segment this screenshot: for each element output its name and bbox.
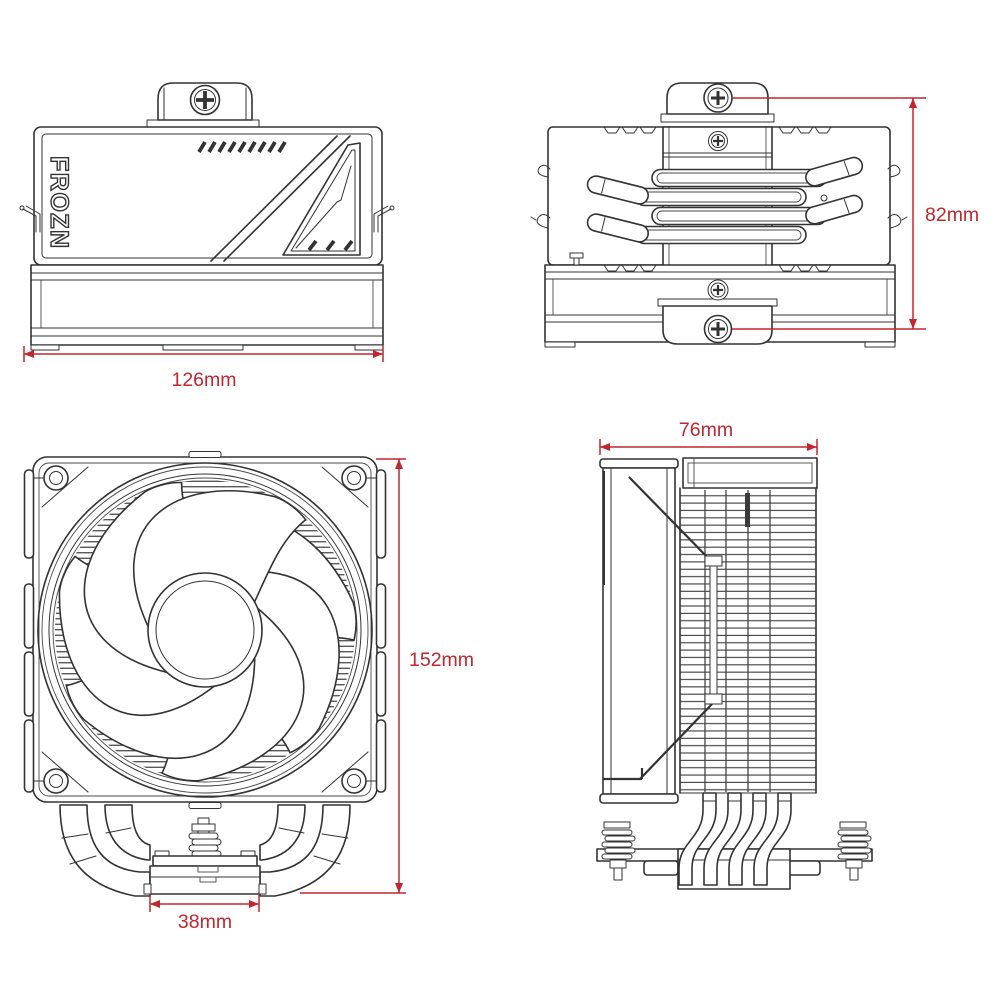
fan-hub <box>147 572 263 688</box>
column-screw-icon <box>708 131 728 151</box>
dim-label-height-back: 82mm <box>925 204 979 226</box>
bracket-screw-icon <box>703 83 733 113</box>
dim-label-width: 126mm <box>171 369 236 391</box>
heat-pipes-front <box>59 804 351 897</box>
vent-hatch-marks <box>197 141 287 153</box>
bracket-screw-icon <box>189 84 221 116</box>
dimension-width: 126mm <box>23 346 384 391</box>
spring-screw-left <box>601 821 636 881</box>
cooler-base-front <box>143 817 267 895</box>
fan-shroud-top: FROZN <box>33 126 383 266</box>
fan-corner-screws <box>30 465 380 794</box>
dimension-height-back: 82mm <box>732 97 979 330</box>
front-view: 38mm 152mm <box>19 441 474 933</box>
spring-screw-right <box>837 821 872 881</box>
fan-side-profile <box>599 458 679 804</box>
heat-pipes-side <box>678 792 792 886</box>
standoff-nub <box>569 252 584 266</box>
back-view: 82mm <box>530 82 979 348</box>
dimension-total-height: 152mm <box>300 458 474 894</box>
bottom-screw-icon <box>703 314 733 344</box>
spring-coil <box>188 832 222 858</box>
dim-label-total-height: 152mm <box>409 649 474 671</box>
brand-logo: FROZN <box>45 156 73 250</box>
fan-clip-side <box>603 471 723 781</box>
dimension-base-width: 38mm <box>149 895 260 933</box>
top-view: FROZN <box>19 82 395 391</box>
mid-screw-icon <box>707 279 729 301</box>
diagonal-accent <box>210 135 361 262</box>
fan-clip-hooks-back <box>530 164 908 229</box>
heatsink-base-back <box>544 252 896 348</box>
side-view: 76mm <box>596 419 873 890</box>
anti-vibration-pads <box>23 451 387 809</box>
mounting-bracket-back <box>660 82 775 123</box>
frame-notches <box>603 264 832 272</box>
dimension-depth: 76mm <box>599 419 818 455</box>
dim-label-base-width: 38mm <box>178 911 232 933</box>
top-edge-notches <box>603 126 832 134</box>
fan-clip-hooks <box>19 205 395 233</box>
fan-rings <box>37 462 373 798</box>
heatsink-side <box>679 457 818 794</box>
mounting-hardware-side <box>596 848 873 890</box>
heat-pipes-back <box>586 156 864 245</box>
mounting-bracket-top <box>146 82 260 129</box>
heatsink-body-top <box>30 264 384 351</box>
fin-columns <box>704 490 771 792</box>
dim-label-depth: 76mm <box>679 419 733 441</box>
spring-screws-side <box>601 821 872 881</box>
